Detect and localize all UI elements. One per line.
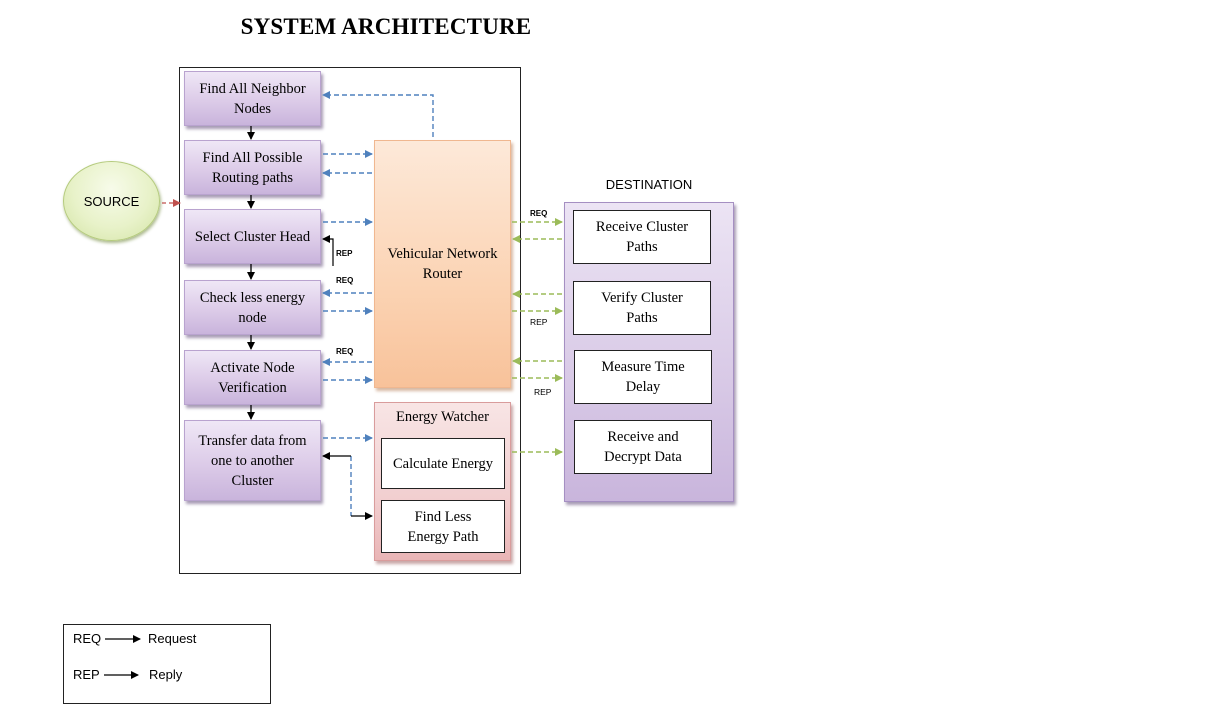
req-tag-energy-node: REQ (336, 276, 354, 285)
diagram-title: SYSTEM ARCHITECTURE (240, 14, 532, 39)
router-label: Vehicular Network Router (387, 246, 498, 282)
legend-rep-meaning: Reply (149, 667, 183, 682)
destination-label: DESTINATION (605, 177, 693, 192)
reply-arrow-cluster-head (322, 235, 334, 266)
legend-rep-abbr: REP (73, 667, 100, 682)
system-boundary (179, 67, 521, 574)
destination-links (512, 218, 563, 456)
step-check-less-energy-node: Check less energy node (184, 280, 321, 335)
step-select-cluster-head: Select Cluster Head (184, 209, 321, 264)
step-transfer-data: Transfer data from one to another Cluste… (184, 420, 321, 501)
rep-tag-delay: REP (534, 387, 552, 397)
rep-tag-verify: REP (530, 317, 548, 327)
legend-req-meaning: Request (148, 631, 197, 646)
step-find-neighbor-nodes: Find All Neighbor Nodes (184, 71, 321, 126)
receive-decrypt-data-box: Receive and Decrypt Data (574, 420, 712, 474)
router-request-links (322, 91, 434, 516)
rep-tag-cluster-head: REP (336, 249, 353, 258)
find-less-energy-path-box: Find Less Energy Path (381, 500, 505, 553)
calculate-energy-box: Calculate Energy (381, 438, 505, 489)
req-tag-verification: REQ (336, 347, 354, 356)
step-find-routing-paths: Find All Possible Routing paths (184, 140, 321, 195)
req-tag-destination: REQ (530, 209, 548, 218)
legend-req-abbr: REQ (73, 631, 102, 646)
source-node: SOURCE (63, 161, 160, 241)
receive-cluster-paths-box: Receive Cluster Paths (573, 210, 711, 264)
legend-box: REQ Request REP Reply (63, 624, 271, 704)
measure-time-delay-box: Measure Time Delay (574, 350, 712, 404)
verify-cluster-paths-box: Verify Cluster Paths (573, 281, 711, 335)
vehicular-network-router: Vehicular Network Router (374, 140, 511, 388)
destination-panel: Receive Cluster Paths Verify Cluster Pat… (564, 202, 734, 502)
energy-watcher: Energy Watcher Calculate Energy Find Les… (374, 402, 511, 561)
step-activate-node-verification: Activate Node Verification (184, 350, 321, 405)
energy-watcher-title: Energy Watcher (396, 409, 489, 425)
